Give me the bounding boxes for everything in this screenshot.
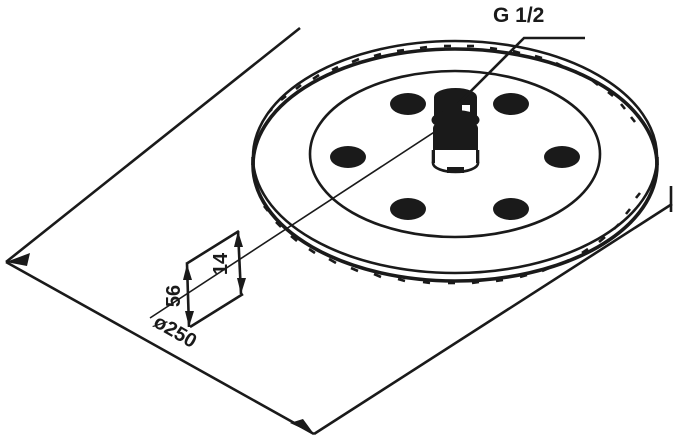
spray-hole-6 — [493, 198, 529, 220]
dimension-label-14: 14 — [210, 252, 232, 275]
dim-arrow-14-top — [234, 231, 243, 247]
fitting-outlet-tab — [447, 167, 464, 173]
fitting-barrel-band — [435, 150, 476, 163]
spray-hole-5 — [390, 198, 426, 220]
thread-callout: G 1/2 — [457, 4, 585, 105]
dim-arrow-14-bottom — [237, 278, 246, 294]
parallelogram-edge-top-left — [5, 26, 301, 264]
parallelogram-edge-bottom-right — [313, 202, 673, 436]
disc-spray-holes — [330, 93, 580, 220]
dim-arrow-56-top — [183, 264, 192, 280]
dimension-arrow-left — [6, 253, 30, 266]
height-dimension-group: 56 14 — [163, 229, 246, 329]
shower-head-disc — [251, 39, 659, 285]
dim-extension-lower — [189, 292, 244, 329]
disc-knurl-ring — [262, 44, 642, 285]
disc-inner-face — [308, 69, 602, 239]
projection-parallelogram — [5, 26, 673, 436]
spray-hole-3 — [330, 146, 366, 168]
fitting-cap-facet — [462, 105, 470, 115]
dim-extension-upper — [185, 229, 240, 266]
fitting-cap-top — [434, 88, 477, 106]
spray-hole-4 — [544, 146, 580, 168]
dimension-label-56: 56 — [163, 285, 185, 307]
spray-hole-1 — [390, 93, 426, 115]
parallelogram-edge-bottom-left — [5, 260, 315, 436]
leader-diameter — [149, 109, 469, 319]
center-threaded-fitting — [431, 88, 480, 174]
diameter-leader-line — [149, 109, 469, 319]
spray-hole-2 — [493, 93, 529, 115]
leader-thread — [457, 36, 585, 105]
thread-label: G 1/2 — [493, 4, 544, 27]
dimension-arrow-bottom — [290, 419, 314, 434]
dim-arrow-56-bottom — [185, 311, 194, 327]
fitting-barrel-top — [433, 119, 478, 137]
